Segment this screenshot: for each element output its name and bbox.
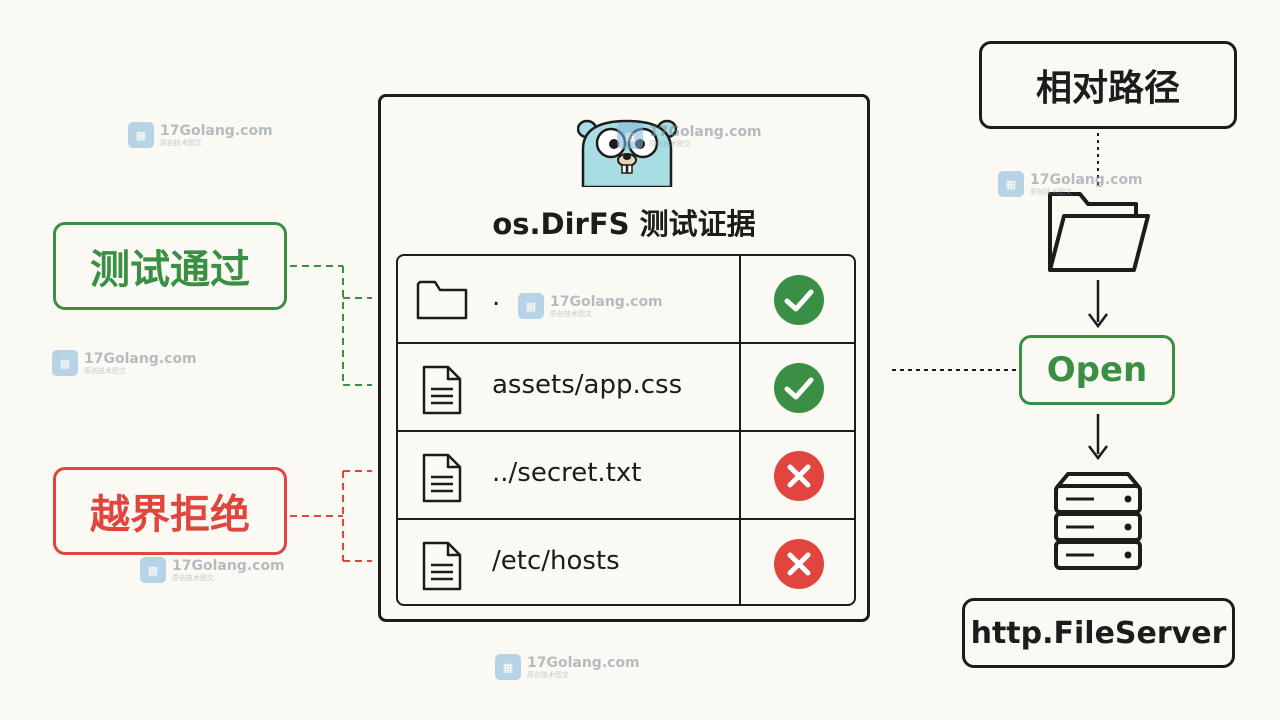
- watermark-tagline: 原创技术图文: [160, 138, 202, 147]
- watermark-site: 17Golang.com: [527, 654, 640, 671]
- row-path: .: [492, 282, 501, 312]
- file-icon: [422, 365, 462, 415]
- watermark-tagline: 原创技术图文: [172, 573, 214, 582]
- column-divider: [739, 256, 741, 342]
- watermark-site: 17Golang.com: [1030, 171, 1143, 188]
- file-icon: [422, 541, 462, 591]
- watermark-site: 17Golang.com: [550, 293, 663, 310]
- check-icon: [774, 275, 824, 325]
- watermark-tagline: 原创技术图文: [1030, 187, 1072, 196]
- relative-path-box: 相对路径: [979, 41, 1237, 129]
- server-icon: [1054, 472, 1142, 570]
- open-step-box: Open: [1019, 335, 1175, 405]
- file-icon: [422, 453, 462, 503]
- row-path: /etc/hosts: [492, 546, 620, 576]
- watermark-tagline: 原创技术图文: [84, 366, 126, 375]
- watermark-logo-icon: ▦: [52, 350, 78, 376]
- card-title: os.DirFS 测试证据: [492, 207, 756, 241]
- watermark-tagline: 原创技术图文: [649, 139, 691, 148]
- watermark-site: 17Golang.com: [172, 557, 285, 574]
- watermark-site: 17Golang.com: [84, 350, 197, 367]
- cross-icon: [774, 539, 824, 589]
- test-results-table: . assets/app.css: [396, 254, 856, 606]
- column-divider: [739, 432, 741, 518]
- check-icon: [774, 363, 824, 413]
- folder-icon: [416, 280, 468, 320]
- watermark-site: 17Golang.com: [649, 123, 762, 140]
- out-of-bounds-rejected-label: 越界拒绝: [53, 467, 287, 555]
- tests-passed-label: 测试通过: [53, 222, 287, 310]
- watermark-logo-icon: ▦: [617, 123, 643, 149]
- dirfs-test-evidence-card: os.DirFS 测试证据 . assets/app.css: [378, 94, 870, 622]
- watermark-logo-icon: ▦: [495, 654, 521, 680]
- column-divider: [739, 344, 741, 430]
- row-path: ../secret.txt: [492, 458, 642, 488]
- watermark-logo-icon: ▦: [140, 557, 166, 583]
- watermark-tagline: 原创技术图文: [550, 309, 592, 318]
- watermark-logo-icon: ▦: [518, 293, 544, 319]
- watermark-site: 17Golang.com: [160, 122, 273, 139]
- column-divider: [739, 520, 741, 604]
- file-server-box: http.FileServer: [962, 598, 1235, 668]
- table-row: ../secret.txt: [398, 432, 854, 520]
- table-row: /etc/hosts: [398, 520, 854, 604]
- watermark-logo-icon: ▦: [128, 122, 154, 148]
- row-path: assets/app.css: [492, 370, 683, 400]
- watermark-logo-icon: ▦: [998, 171, 1024, 197]
- table-row: assets/app.css: [398, 344, 854, 432]
- watermark-tagline: 原创技术图文: [527, 670, 569, 679]
- open-folder-icon: [1048, 192, 1150, 272]
- cross-icon: [774, 451, 824, 501]
- table-row: .: [398, 256, 854, 344]
